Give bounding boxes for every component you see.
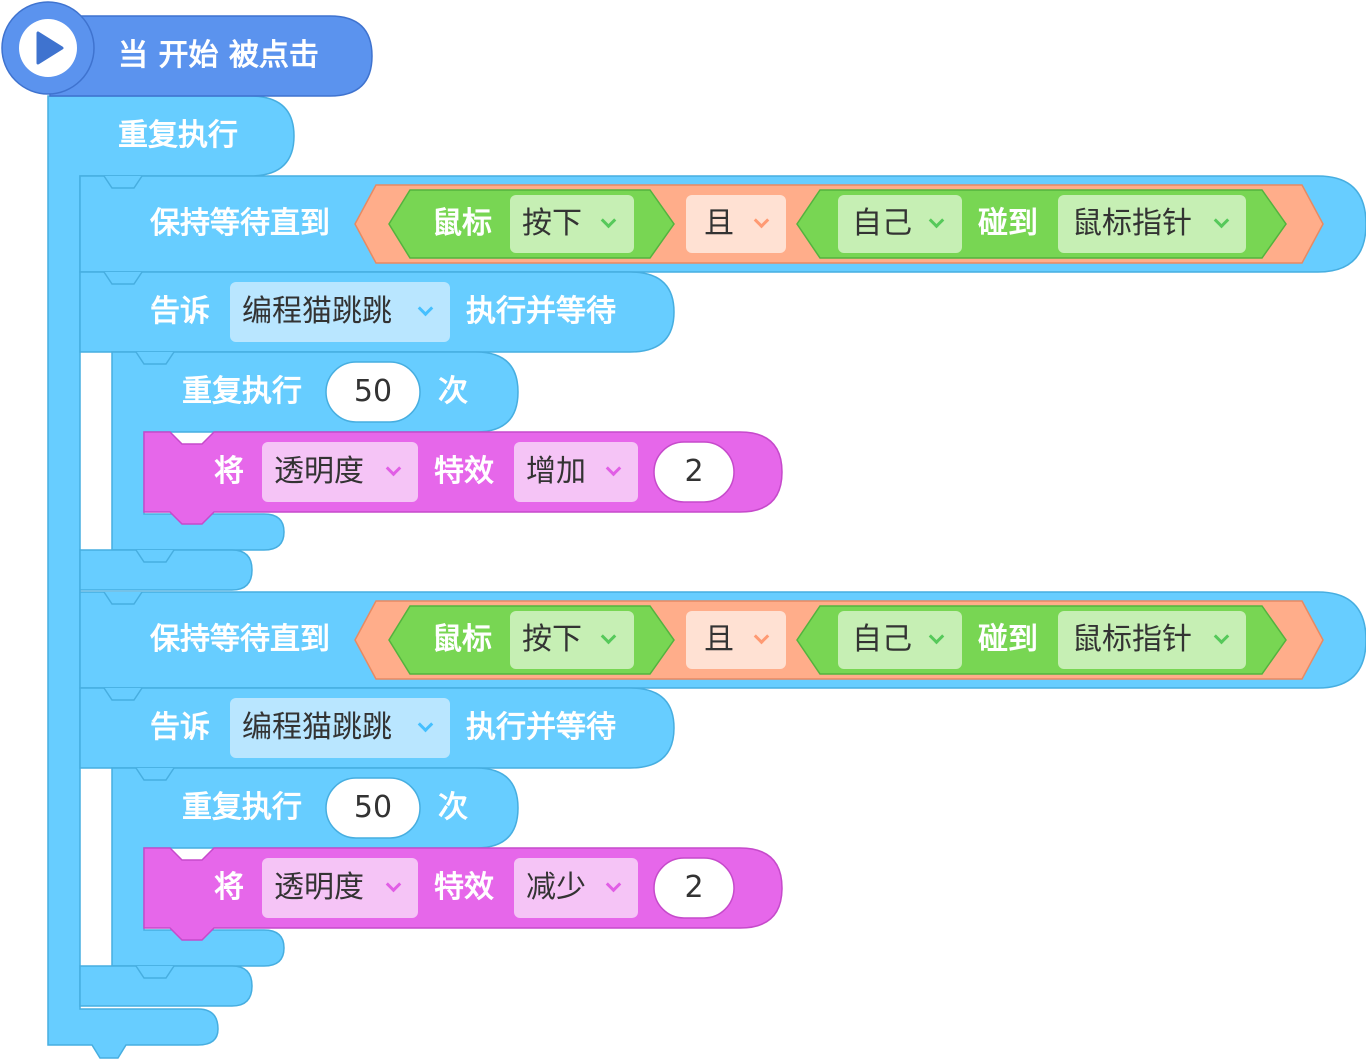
- connector-notch: [135, 767, 175, 781]
- connector-notch: [103, 271, 143, 285]
- effect-type-dropdown[interactable]: [262, 442, 418, 502]
- tell-label: 告诉: [150, 294, 210, 329]
- mouse-state-value: 按下: [522, 206, 582, 241]
- touch-target-value: 鼠标指针: [1072, 206, 1192, 241]
- connector-notch: [103, 687, 143, 701]
- tell-label: 告诉: [150, 710, 210, 745]
- effect-op-dropdown[interactable]: [514, 442, 638, 502]
- connector-notch: [135, 351, 175, 365]
- repeat-label: 重复执行: [182, 374, 302, 409]
- touch-target-value: 鼠标指针: [1072, 622, 1192, 657]
- effect-op-value: 增加: [526, 454, 586, 489]
- repeat-count-input[interactable]: [325, 777, 421, 839]
- connector-notch: [135, 965, 175, 979]
- sprite-value: 编程猫跳跳: [242, 294, 392, 329]
- repeat-suffix: 次: [438, 374, 468, 409]
- when-start-clicked-block[interactable]: [49, 15, 373, 97]
- effect-set-label: 将: [214, 454, 244, 489]
- connector-notch: [103, 175, 143, 189]
- touch-label: 碰到: [978, 206, 1038, 241]
- tell-suffix: 执行并等待: [466, 710, 616, 745]
- effect-set-label: 将: [214, 870, 244, 905]
- block-bottom-cap: [79, 965, 253, 1007]
- connector-notch: [103, 591, 143, 605]
- mouse-state-dropdown[interactable]: [510, 195, 634, 253]
- mouse-label: 鼠标: [432, 206, 492, 241]
- effect-type-value: 透明度: [274, 870, 364, 905]
- touch-target-dropdown[interactable]: [1058, 195, 1246, 253]
- self-dropdown[interactable]: [838, 611, 962, 669]
- when-start-clicked-label: 当 开始 被点击: [118, 38, 319, 73]
- forever-block[interactable]: [47, 95, 295, 1059]
- effect-value: 2: [684, 870, 704, 905]
- and-dropdown[interactable]: [686, 611, 786, 669]
- mouse-state-dropdown[interactable]: [510, 611, 634, 669]
- connector-notch: [135, 549, 175, 563]
- repeat-suffix: 次: [438, 790, 468, 825]
- self-value: 自己: [852, 622, 912, 657]
- block-bottom-cap: [79, 549, 253, 591]
- effect-type-value: 透明度: [274, 454, 364, 489]
- effect-type-dropdown[interactable]: [262, 858, 418, 918]
- and-dropdown[interactable]: [686, 195, 786, 253]
- sprite-value: 编程猫跳跳: [242, 710, 392, 745]
- touch-target-dropdown[interactable]: [1058, 611, 1246, 669]
- wait-until-label: 保持等待直到: [150, 622, 330, 657]
- effect-label: 特效: [434, 454, 494, 489]
- repeat-count-input[interactable]: [325, 361, 421, 423]
- self-dropdown[interactable]: [838, 195, 962, 253]
- wait-until-label: 保持等待直到: [150, 206, 330, 241]
- mouse-state-value: 按下: [522, 622, 582, 657]
- repeat-label: 重复执行: [182, 790, 302, 825]
- play-icon: [36, 31, 64, 65]
- effect-value-input[interactable]: [653, 441, 735, 503]
- effect-op-dropdown[interactable]: [514, 858, 638, 918]
- repeat-count-value: 50: [353, 374, 393, 409]
- tell-suffix: 执行并等待: [466, 294, 616, 329]
- and-value: 且: [704, 206, 734, 241]
- sprite-dropdown[interactable]: [230, 698, 450, 758]
- and-value: 且: [704, 622, 734, 657]
- mouse-label: 鼠标: [432, 622, 492, 657]
- forever-label: 重复执行: [118, 118, 238, 153]
- effect-op-value: 减少: [526, 870, 586, 905]
- self-value: 自己: [852, 206, 912, 241]
- effect-value: 2: [684, 454, 704, 489]
- repeat-count-value: 50: [353, 790, 393, 825]
- touch-label: 碰到: [978, 622, 1038, 657]
- effect-label: 特效: [434, 870, 494, 905]
- effect-value-input[interactable]: [653, 857, 735, 919]
- sprite-dropdown[interactable]: [230, 282, 450, 342]
